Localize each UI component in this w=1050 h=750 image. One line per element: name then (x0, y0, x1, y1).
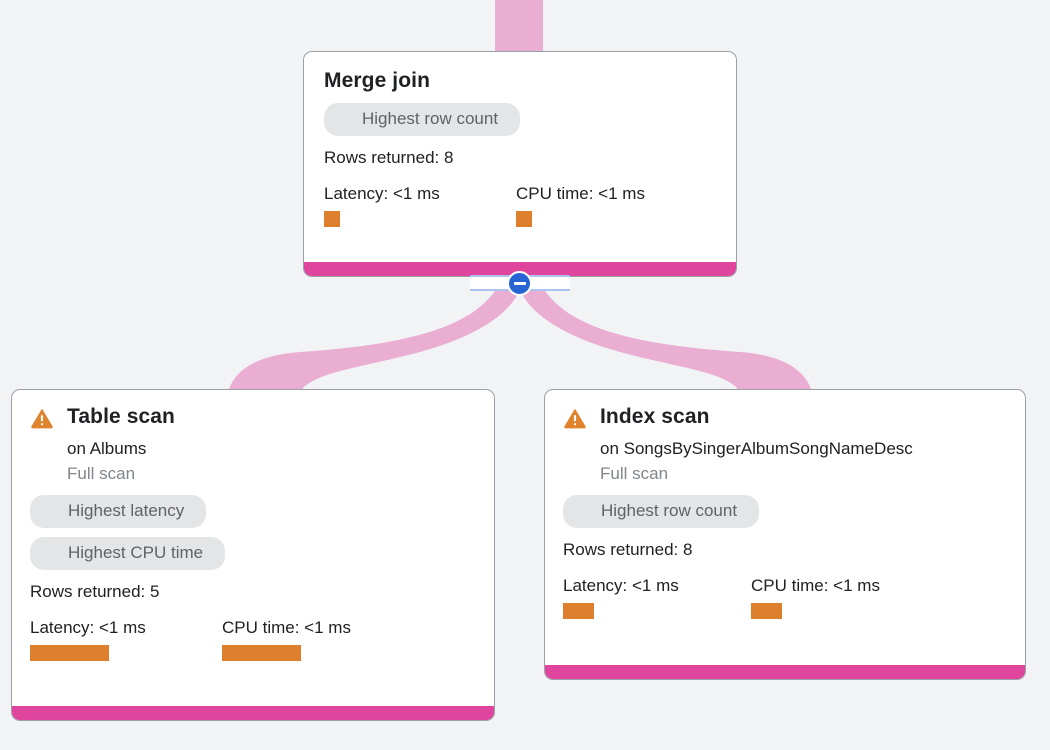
node-header-text: Merge join (324, 68, 430, 94)
node-chip-highest-row-count: Highest row count (324, 103, 521, 136)
node-subtitle: on Albums (67, 439, 147, 458)
metric-latency: Latency: <1 ms (30, 617, 222, 661)
node-title: Table scan (67, 405, 175, 428)
node-accent-bar (545, 665, 1025, 679)
node-header: Merge join (324, 68, 714, 94)
metric-latency-label: Latency: <1 ms (30, 618, 146, 637)
metric-latency-label: Latency: <1 ms (324, 184, 440, 203)
node-metrics: Latency: <1 ms CPU time: <1 ms (563, 575, 1007, 619)
metric-cpu-time: CPU time: <1 ms (222, 617, 351, 661)
node-title: Merge join (324, 69, 431, 92)
node-title: Index scan (600, 405, 710, 428)
metric-cpu-time-label: CPU time: <1 ms (516, 184, 645, 203)
node-rows-returned: Rows returned: 8 (324, 148, 454, 167)
plan-node-table-scan[interactable]: Table scan on Albums Full scan Highest l… (11, 389, 495, 721)
node-rows-returned: Rows returned: 8 (563, 540, 693, 559)
metric-latency-bar (324, 211, 340, 227)
metric-cpu-time-bar (516, 211, 532, 227)
node-chip-highest-latency: Highest latency (30, 495, 207, 528)
edge-to-index-scan (521, 288, 812, 392)
node-rows-returned: Rows returned: 5 (30, 582, 160, 601)
metric-cpu-time-label: CPU time: <1 ms (751, 576, 880, 595)
warning-triangle-icon (31, 408, 53, 429)
node-header-text: Index scan on SongsBySingerAlbumSongName… (600, 404, 913, 486)
node-subtitle: on SongsBySingerAlbumSongNameDesc (600, 439, 913, 458)
metric-latency: Latency: <1 ms (324, 183, 516, 227)
metric-cpu-time-label: CPU time: <1 ms (222, 618, 351, 637)
node-accent-bar (12, 706, 494, 720)
metric-latency-bar (30, 645, 109, 661)
metric-cpu-time: CPU time: <1 ms (516, 183, 645, 227)
node-header-text: Table scan on Albums Full scan (67, 404, 175, 486)
toggle-rail-left (470, 275, 512, 291)
metric-latency: Latency: <1 ms (563, 575, 751, 619)
minus-icon[interactable] (507, 271, 532, 296)
node-metrics: Latency: <1 ms CPU time: <1 ms (324, 183, 714, 227)
plan-node-index-scan[interactable]: Index scan on SongsBySingerAlbumSongName… (544, 389, 1026, 680)
minus-glyph (513, 282, 526, 285)
node-body: Index scan on SongsBySingerAlbumSongName… (545, 390, 1025, 665)
node-body: Merge join Highest row count Rows return… (304, 52, 736, 262)
metric-cpu-time-bar (751, 603, 782, 619)
plan-node-merge-join[interactable]: Merge join Highest row count Rows return… (303, 51, 737, 277)
edge-to-table-scan (228, 288, 519, 392)
node-header: Table scan on Albums Full scan (30, 404, 476, 486)
node-header: Index scan on SongsBySingerAlbumSongName… (563, 404, 1007, 486)
node-body: Table scan on Albums Full scan Highest l… (12, 390, 494, 706)
warning-triangle-icon (564, 408, 586, 429)
edge-parent-stub (495, 0, 543, 53)
node-chip-highest-cpu-time: Highest CPU time (30, 537, 226, 570)
toggle-rail-right (528, 275, 570, 291)
node-metrics: Latency: <1 ms CPU time: <1 ms (30, 617, 476, 661)
node-chip-highest-row-count: Highest row count (563, 495, 760, 528)
metric-cpu-time: CPU time: <1 ms (751, 575, 880, 619)
metric-latency-bar (563, 603, 594, 619)
node-scan-type: Full scan (67, 464, 136, 483)
metric-cpu-time-bar (222, 645, 301, 661)
node-accent-bar (304, 262, 736, 276)
collapse-children-toggle[interactable] (470, 271, 570, 296)
node-scan-type: Full scan (600, 464, 669, 483)
metric-latency-label: Latency: <1 ms (563, 576, 679, 595)
